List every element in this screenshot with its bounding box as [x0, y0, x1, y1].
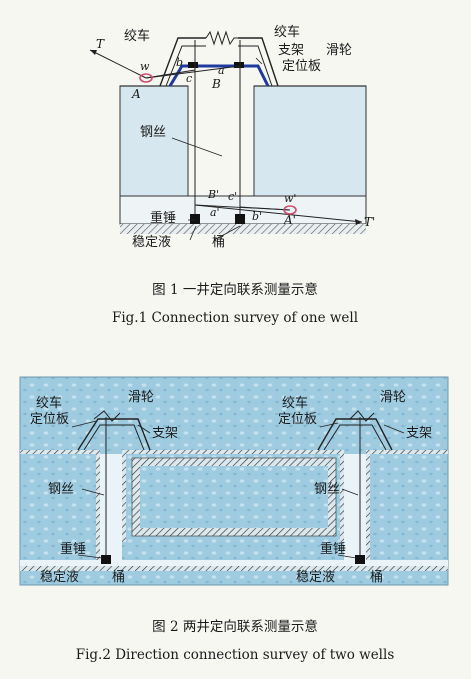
ground-panel — [19, 376, 449, 586]
label-pulley: 滑轮 — [326, 43, 352, 58]
sight-line-T — [89, 49, 147, 79]
label-wire-right: 钢丝 — [314, 482, 340, 497]
label-support: 支架 — [278, 43, 304, 58]
tunnel-bottom — [20, 560, 448, 566]
station-w — [139, 73, 153, 83]
weight-right — [235, 214, 245, 224]
tunnel-loop — [132, 458, 336, 536]
derrick-right — [317, 418, 393, 451]
point-wp: w' — [284, 192, 296, 205]
label-pulley-left: 滑轮 — [128, 390, 154, 405]
label-pulley-right: 滑轮 — [380, 390, 406, 405]
point-c: c — [186, 72, 192, 85]
point-T: T — [96, 37, 105, 51]
caption-en-2: Fig.2 Direction connection survey of two… — [76, 647, 395, 663]
point-Bp: B' — [207, 188, 219, 201]
figure-1-diagram: 绞车 绞车 滑轮 支架 定位板 钢丝 重锤 稳定液 桶 T w A b a c … — [89, 24, 375, 326]
figure-2: 绞车 滑轮 定位板 支架 钢丝 重锤 稳定液 桶 绞车 滑轮 定位板 支架 钢丝… — [0, 345, 471, 679]
caption-cn-1: 图 1 一井定向联系测量示意 — [152, 281, 318, 298]
point-w: w — [140, 60, 150, 73]
label-plate-left: 定位板 — [30, 412, 69, 427]
shaft-right — [344, 454, 366, 560]
weight-right — [355, 555, 365, 564]
label-winch-right: 绞车 — [274, 24, 300, 40]
point-ap: a' — [210, 206, 220, 219]
label-winch-left: 绞车 — [36, 395, 62, 411]
tunnel-floor — [120, 224, 366, 234]
label-bucket: 桶 — [212, 235, 225, 250]
point-cp: c' — [228, 190, 237, 203]
label-support-right: 支架 — [406, 426, 432, 441]
weight-left — [190, 214, 200, 224]
figure-1: 绞车 绞车 滑轮 支架 定位板 钢丝 重锤 稳定液 桶 T w A b a c … — [89, 24, 375, 326]
shaft-left — [100, 454, 122, 560]
label-weight-right: 重锤 — [320, 541, 346, 557]
ground-left — [119, 85, 189, 197]
label-stable-left: 稳定液 — [40, 569, 79, 585]
point-bp: b' — [252, 210, 262, 223]
point-Ap: A' — [283, 213, 296, 227]
label-weight-left: 重锤 — [60, 541, 86, 557]
caption-cn-2: 图 2 两井定向联系测量示意 — [152, 618, 318, 635]
weight-left — [101, 555, 111, 564]
label-winch-left: 绞车 — [124, 28, 150, 44]
caption-en-1: Fig.1 Connection survey of one well — [112, 310, 358, 326]
label-winch-right: 绞车 — [282, 395, 308, 411]
label-bucket-left: 桶 — [112, 570, 125, 585]
label-plate: 定位板 — [282, 59, 321, 74]
point-b: b — [176, 56, 183, 69]
positioning-plate — [168, 64, 270, 87]
point-Tp: T' — [364, 215, 375, 229]
point-A: A — [131, 87, 141, 101]
support-frame-right — [238, 37, 279, 87]
label-wire-left: 钢丝 — [48, 482, 74, 497]
point-a: a — [218, 64, 225, 77]
label-stable-liquid: 稳定液 — [132, 234, 171, 250]
label-bucket-right: 桶 — [370, 570, 383, 585]
label-weight: 重锤 — [150, 210, 176, 226]
station-wp — [283, 205, 297, 215]
derrick-left — [77, 418, 151, 451]
figure-2-diagram: 绞车 滑轮 定位板 支架 钢丝 重锤 稳定液 桶 绞车 滑轮 定位板 支架 钢丝… — [19, 376, 449, 663]
support-frame — [159, 37, 206, 87]
break-mark — [205, 30, 238, 46]
point-B: B — [211, 77, 221, 91]
label-stable-right: 稳定液 — [296, 569, 335, 585]
ground-right — [253, 85, 367, 197]
sight-line-Tp — [194, 204, 363, 223]
label-wire: 钢丝 — [140, 125, 166, 140]
label-plate-right: 定位板 — [278, 412, 317, 427]
label-support-left: 支架 — [152, 426, 178, 441]
